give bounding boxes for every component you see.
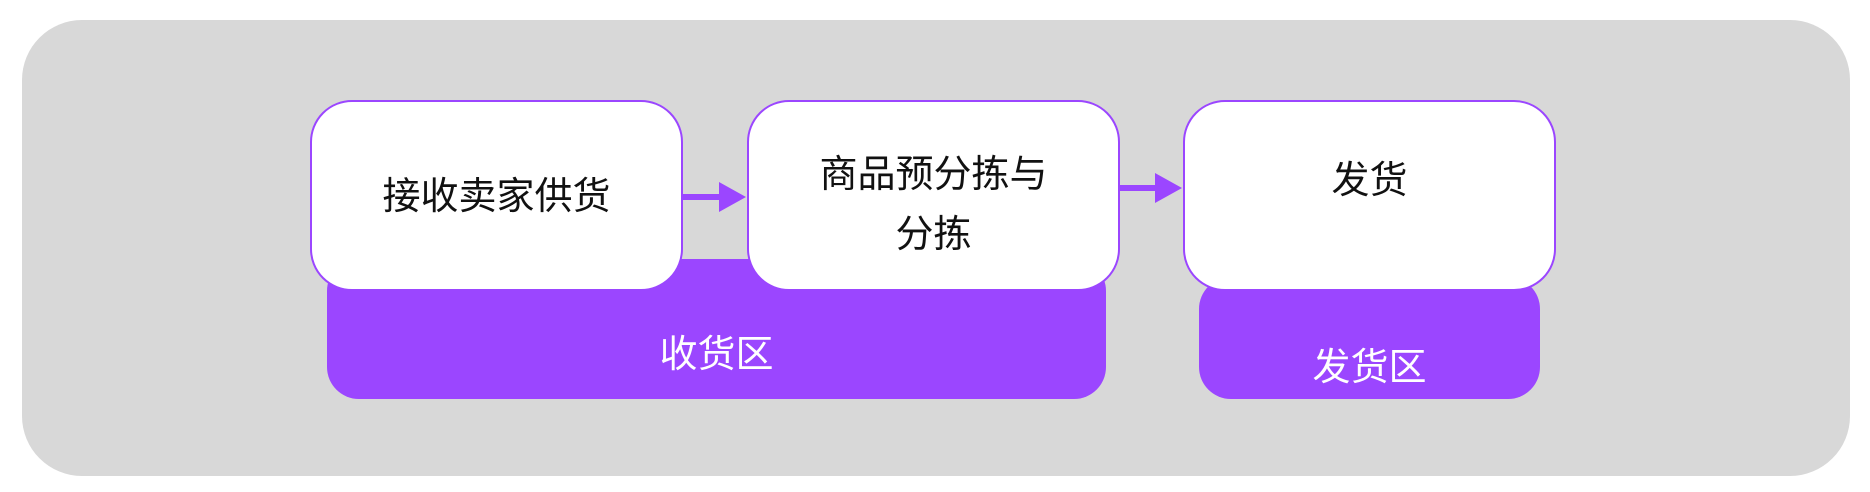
step-presort-sort: 商品预分拣与分拣 <box>747 100 1120 291</box>
step-ship-label: 发货 <box>1331 158 1408 202</box>
arrow-2 <box>1120 173 1182 203</box>
shipping-zone: 发货区 <box>1199 277 1540 399</box>
step-receive-supply-label: 接收卖家供货 <box>382 173 611 218</box>
step-ship: 发货 <box>1183 100 1556 291</box>
arrow-1 <box>683 182 746 212</box>
step-receive-supply: 接收卖家供货 <box>310 100 683 291</box>
shipping-zone-label: 发货区 <box>1312 345 1427 389</box>
receiving-zone-label: 收货区 <box>659 332 774 376</box>
step-presort-sort-label: 商品预分拣与分拣 <box>819 152 1048 256</box>
